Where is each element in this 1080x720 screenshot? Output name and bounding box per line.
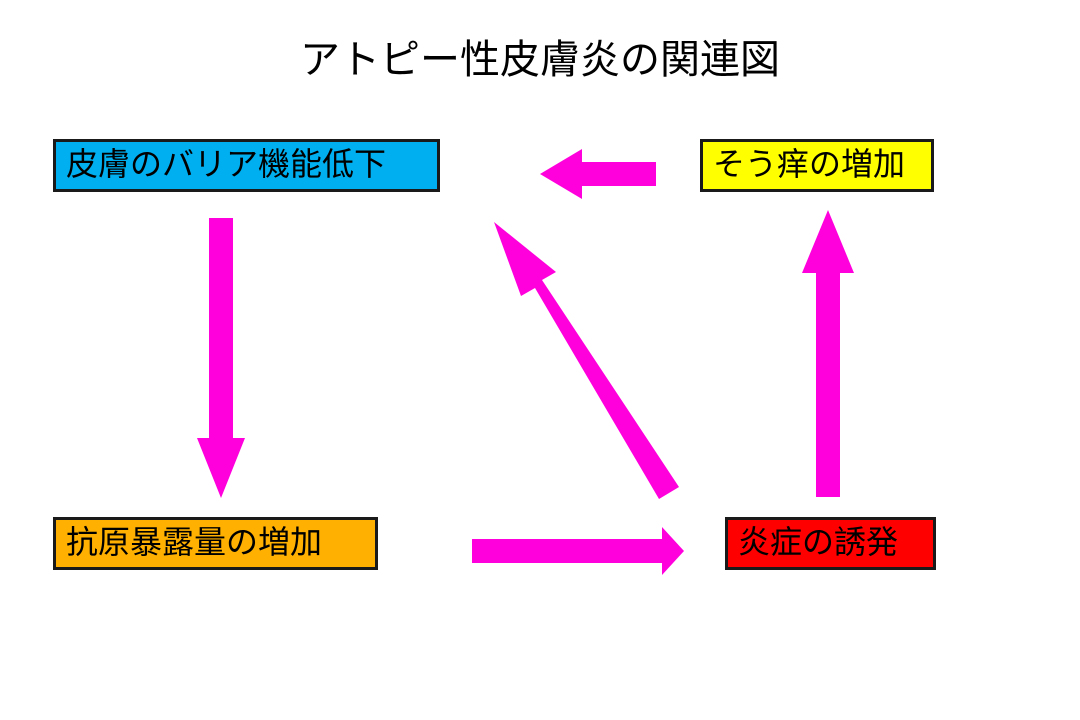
arrow-barrier-to-antigen: [197, 218, 245, 498]
arrow-inflammation-to-barrier: [494, 222, 679, 499]
arrow-inflammation-to-itch: [802, 210, 854, 497]
diagram-title: アトピー性皮膚炎の関連図: [300, 37, 780, 83]
arrow-antigen-to-inflammation: [472, 527, 684, 575]
node-inflammation-induction: 炎症の誘発: [725, 517, 936, 570]
node-antigen-exposure-increase: 抗原暴露量の増加: [53, 517, 378, 570]
node-itch-increase: そう痒の増加: [700, 139, 934, 192]
node-skin-barrier-decline: 皮膚のバリア機能低下: [53, 139, 440, 192]
arrow-itch-to-barrier: [540, 149, 656, 199]
